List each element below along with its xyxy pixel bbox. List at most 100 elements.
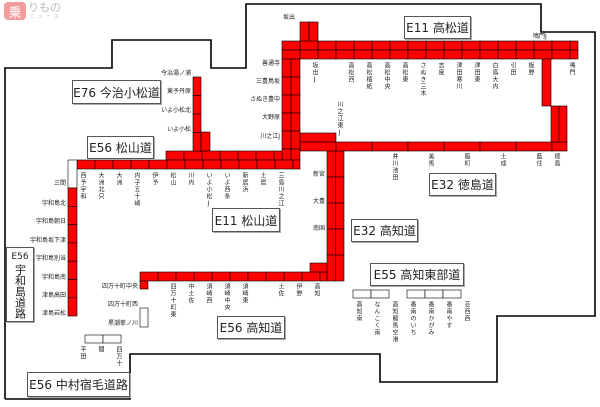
- interchange-label: いよ西条: [223, 172, 230, 200]
- interchange-label: 川之江東J: [336, 101, 343, 137]
- planned-segment-e55: [352, 289, 372, 299]
- route-segment-e11-takamatsu: [479, 49, 499, 60]
- planned-segment-e55: [370, 289, 390, 299]
- route-segment-e56-kochi: [265, 271, 285, 282]
- route-segment-e11-takamatsu: [461, 40, 481, 51]
- route-segment-e76-imabari: [200, 131, 211, 152]
- interchange-label: 鳴門J: [533, 33, 547, 40]
- interchange-label: 伊予: [151, 172, 158, 186]
- route-segment-e32-kochi: [326, 202, 336, 230]
- interchange-label: 白鳥大内: [491, 62, 498, 90]
- route-segment-naruto: [541, 58, 552, 107]
- interchange-label: 南国: [312, 225, 325, 232]
- interchange-label: 新居浜: [241, 172, 248, 193]
- logo-sub: ニュース: [30, 14, 62, 20]
- route-segment-e76-imabari: [192, 95, 202, 115]
- route-segment-sakaide: [308, 21, 319, 42]
- route-segment-e76-imabari: [192, 132, 202, 152]
- route-segment-e56-matsuyama: [94, 159, 114, 170]
- route-segment-e56-matsuyama: [274, 159, 294, 170]
- planned-segment-nakamura: [84, 334, 104, 344]
- route-segment-e11-takamatsu: [479, 40, 499, 51]
- interchange-label: 四万十: [115, 346, 122, 367]
- route-segment-e56-kochi: [157, 271, 177, 282]
- interchange-label: 志度: [437, 62, 444, 76]
- route-segment-e11-takamatsu: [443, 40, 463, 51]
- route-segment-e32-kochi: [335, 176, 345, 204]
- interchange-label: 西予宇和: [79, 172, 86, 200]
- route-segment-e11-takamatsu: [425, 40, 445, 51]
- route-segment-e32-tokushima: [335, 141, 373, 152]
- route-segment-e11-takamatsu: [353, 49, 373, 60]
- route-segment-kagawa-west: [281, 58, 292, 78]
- route-segment-e32-kochi: [335, 254, 345, 282]
- route-name: 宇和島道路: [13, 263, 27, 319]
- route-segment-e32-tokushima: [551, 141, 568, 152]
- interchange-label: 四万十町東: [169, 283, 176, 318]
- route-segment-e56-matsuyama: [148, 159, 168, 170]
- route-segment-e56-uwajima: [67, 297, 78, 317]
- interchange-label: 津田寒川: [455, 62, 462, 90]
- route-segment-e32-tokushima: [371, 141, 409, 152]
- route-segment-e32-tokushima: [515, 141, 553, 152]
- interchange-label: 東予丹原: [166, 88, 191, 95]
- route-segment-e56-kochi: [229, 271, 249, 282]
- route-segment-e56-matsuyama: [256, 159, 276, 170]
- interchange-label: 土佐: [277, 283, 284, 297]
- interchange-label: 今治湯ノ浦: [160, 70, 191, 77]
- interchange-label: 大洲: [115, 172, 122, 186]
- route-segment-e11-takamatsu: [497, 49, 517, 60]
- route-segment-e11-matsuyama: [219, 150, 239, 161]
- route-segment-e56-kochi: [139, 280, 149, 290]
- route-segment-e11-takamatsu: [515, 49, 535, 60]
- route-title-e55-kochi-tobu: E55 高知東部道: [370, 263, 464, 286]
- planned-segment-nakamura: [102, 334, 122, 344]
- logo-mark: 乗: [4, 2, 26, 21]
- interchange-label: 宇和島朝日: [35, 218, 66, 225]
- route-segment-e32-tokushima: [299, 141, 337, 152]
- route-segment-e11-takamatsu: [371, 49, 391, 60]
- route-segment-e32-kochi: [335, 202, 345, 230]
- route-segment-e76-imabari: [192, 113, 202, 133]
- interchange-label: いよ小松: [167, 126, 191, 133]
- route-segment-e32-tokushima: [443, 141, 481, 152]
- route-segment-e11-takamatsu: [497, 40, 517, 51]
- interchange-label: 脇町: [463, 153, 470, 167]
- route-segment-kagawa-west: [281, 76, 292, 96]
- interchange-label: 黒潮拳ノ川: [107, 320, 138, 327]
- route-segment-e32-kochi: [335, 150, 345, 178]
- interchange-label: 香南のいち: [409, 301, 416, 336]
- interchange-label: 四万十町中央: [101, 283, 138, 290]
- route-segment-e56-kochi: [283, 271, 303, 282]
- route-segment-e32-kochi: [335, 228, 345, 256]
- route-segment-e11-takamatsu: [281, 40, 301, 51]
- interchange-label: 大豊: [312, 198, 325, 205]
- interchange-label: 高松中央: [383, 62, 390, 90]
- interchange-label: なんこく南: [373, 301, 380, 336]
- route-title-e76-imabari: E76 今治小松道: [72, 80, 161, 104]
- route-segment-e11-takamatsu: [335, 49, 355, 60]
- route-segment-e11-matsuyama: [255, 150, 275, 161]
- route-segment-kagawa-west: [281, 94, 292, 114]
- route-segment-kagawa-west: [290, 112, 301, 132]
- interchange-label: 松山: [169, 172, 176, 186]
- route-segment-e11-takamatsu: [533, 49, 553, 60]
- interchange-label: 香南やす: [445, 301, 452, 329]
- route-segment-e11-takamatsu: [281, 49, 301, 60]
- interchange-label: 中土佐: [187, 283, 194, 304]
- route-segment-e11-matsuyama: [273, 150, 283, 161]
- route-segment-kagawa-west: [290, 148, 301, 161]
- route-segment-e11-takamatsu: [407, 40, 427, 51]
- route-segment-e56-kochi: [319, 271, 328, 282]
- planned-segment-uwajima: [67, 159, 78, 189]
- interchange-label: 平田: [79, 346, 86, 360]
- interchange-label: いよ小松J: [205, 172, 212, 208]
- interchange-label: さぬき豊中: [250, 96, 280, 103]
- planned-segment-e55: [406, 289, 426, 299]
- interchange-label: 芸西西: [463, 301, 470, 322]
- route-title-e56-nakamura: E56 中村宿毛道路: [27, 372, 130, 397]
- route-segment-sakaide: [299, 21, 310, 42]
- interchange-label: 井川池田: [391, 153, 398, 181]
- interchange-label: 宇和島南: [41, 274, 66, 281]
